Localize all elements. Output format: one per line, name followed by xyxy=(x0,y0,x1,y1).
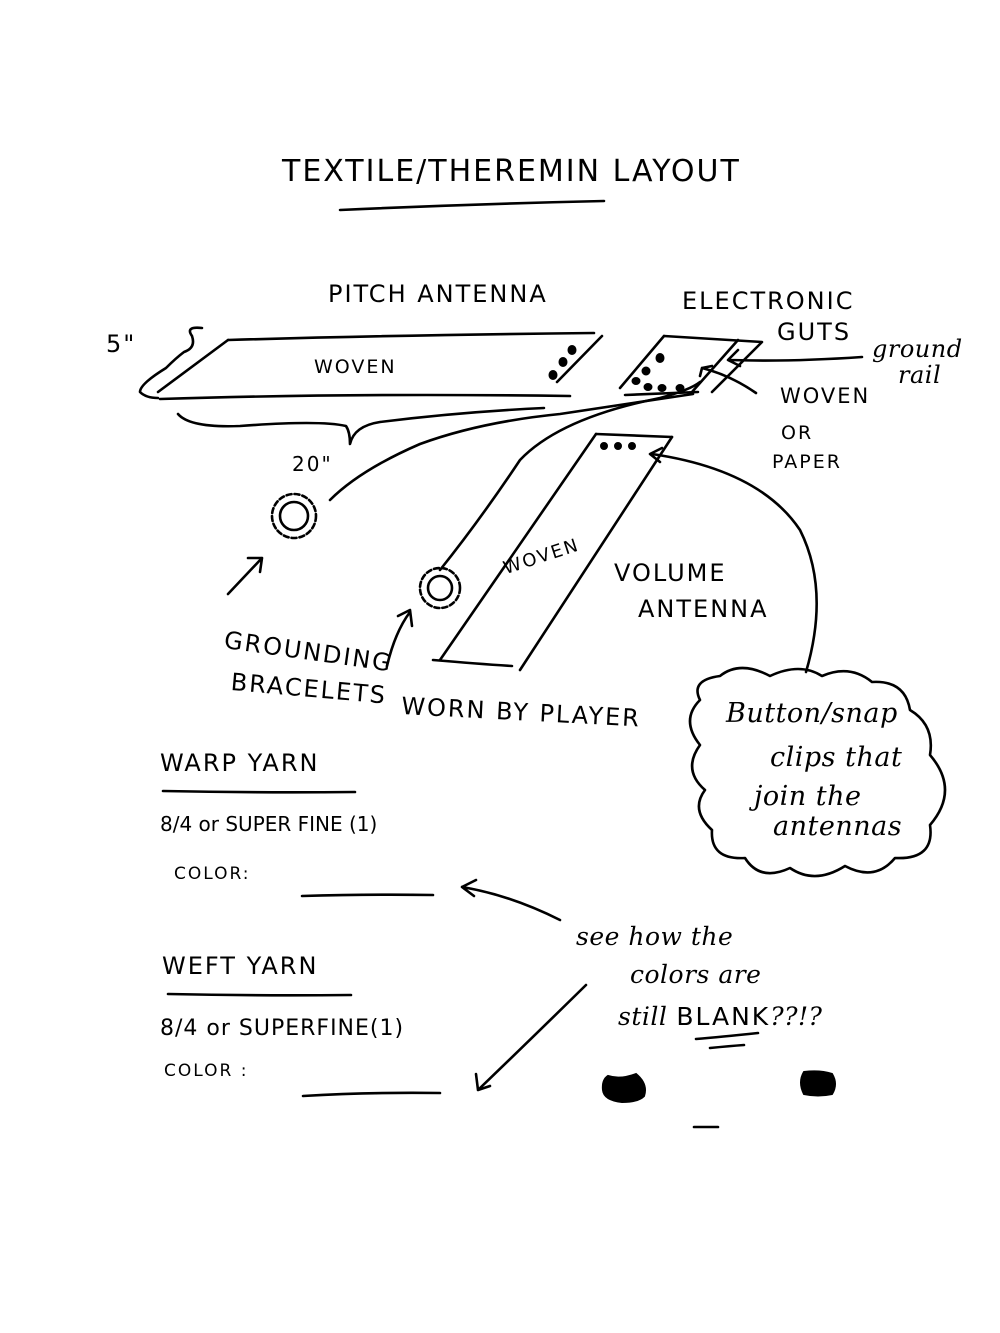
callout-line3: join the xyxy=(754,781,862,812)
note-arrow-warp xyxy=(460,878,562,922)
callout-line4: antennas xyxy=(773,811,903,842)
pitch-length-dimension: 20" xyxy=(292,452,333,476)
blank-emphasis-underline xyxy=(694,1031,760,1050)
ground-rail-arrow xyxy=(726,348,864,368)
weft-color-blank xyxy=(301,1091,442,1098)
face-eye-right-icon xyxy=(800,1070,836,1097)
weft-color-value[interactable] xyxy=(304,1070,440,1092)
material-arrow xyxy=(698,364,758,395)
note-arrow-weft xyxy=(474,983,588,1092)
electronics-label-line1: ELECTRONIC xyxy=(682,287,855,315)
note-line3-prefix: still xyxy=(618,1002,668,1031)
pitch-antenna-label: PITCH ANTENNA xyxy=(328,280,548,308)
warp-color-label: COLOR: xyxy=(174,864,251,884)
volume-antenna-strip xyxy=(431,432,674,672)
callout-line1: Button/snap xyxy=(726,698,898,729)
volume-antenna-label-line2: ANTENNA xyxy=(638,595,769,623)
warp-yarn-heading: WARP YARN xyxy=(160,749,320,777)
note-blank-emphasis: BLANK xyxy=(676,1002,771,1031)
electronics-material-line2: OR xyxy=(781,422,814,444)
electronics-material-line3: PAPER xyxy=(772,451,842,473)
wire-from-guts xyxy=(438,380,702,572)
width-brace xyxy=(138,326,204,400)
callout-line2: clips that xyxy=(770,742,903,773)
weft-yarn-heading: WEFT YARN xyxy=(162,952,319,980)
title-underline xyxy=(338,199,606,212)
electronics-label-line2: GUTS xyxy=(777,318,852,346)
ground-rail-label-line2: rail xyxy=(898,361,942,389)
pitch-antenna-material: WOVEN xyxy=(314,356,397,378)
length-brace xyxy=(176,406,546,446)
weft-yarn-spec: 8/4 or SUPERFINE(1) xyxy=(160,1016,405,1041)
warp-yarn-spec: 8/4 or SUPER FINE (1) xyxy=(160,812,378,836)
weft-heading-underline xyxy=(166,992,353,997)
note-line1: see how the xyxy=(576,922,734,951)
clip-arrow xyxy=(648,446,818,674)
electronics-material-line1: WOVEN xyxy=(780,384,871,408)
warp-heading-underline xyxy=(161,789,357,794)
electronics-box xyxy=(618,334,764,397)
callout-cloud xyxy=(688,666,947,878)
grounding-bracelet-1 xyxy=(270,492,318,540)
pitch-antenna-strip xyxy=(156,331,604,401)
note-line2: colors are xyxy=(630,960,762,989)
page-title: TEXTILE/THEREMIN LAYOUT xyxy=(282,154,741,189)
face-eye-left-icon xyxy=(601,1072,646,1104)
grounding-bracelet-2 xyxy=(418,566,462,610)
warp-color-blank xyxy=(300,893,435,898)
weft-color-label: COLOR : xyxy=(164,1061,249,1081)
note-line3-suffix: ??!? xyxy=(770,1002,823,1031)
warp-color-value[interactable] xyxy=(304,872,434,894)
bracelet-arrow-1 xyxy=(226,556,264,596)
ground-rail-label-line1: ground xyxy=(872,335,963,363)
note-line3: still BLANK??!? xyxy=(618,1004,822,1029)
bracelet-arrow-2 xyxy=(385,608,414,668)
volume-antenna-label-line1: VOLUME xyxy=(614,559,727,587)
pitch-width-dimension: 5" xyxy=(106,330,137,358)
